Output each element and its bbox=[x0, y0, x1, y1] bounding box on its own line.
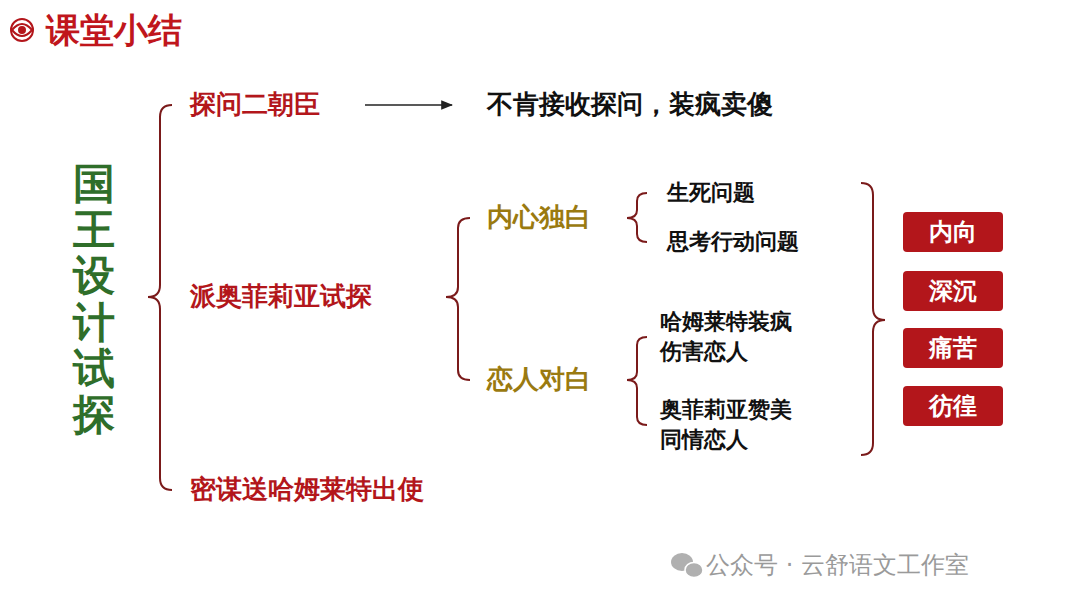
title-ornament bbox=[11, 19, 33, 41]
right-brace bbox=[861, 183, 885, 455]
trait-box: 深沉 bbox=[903, 271, 1003, 311]
slide-title: 课堂小结 bbox=[46, 10, 182, 51]
watermark: 公众号 · 云舒语文工作室 bbox=[706, 551, 969, 580]
leaf-text: 奥菲莉亚赞美 同情恋人 bbox=[660, 395, 810, 454]
vertical-heading: 国王设计试探 bbox=[73, 161, 115, 438]
sub-branch-text: 内心独白 bbox=[487, 202, 591, 233]
trait-box: 彷徨 bbox=[903, 386, 1003, 426]
branch-text: 派奥菲莉亚试探 bbox=[190, 281, 372, 312]
wechat-icon bbox=[671, 553, 703, 578]
leaf-text: 哈姆莱特装疯 伤害恋人 bbox=[660, 307, 810, 366]
left-brace bbox=[148, 105, 172, 490]
trait-box: 内向 bbox=[903, 212, 1003, 252]
trait-text: 内向 bbox=[929, 216, 977, 248]
branch-text: 密谋送哈姆莱特出使 bbox=[190, 474, 424, 505]
left-brace bbox=[627, 193, 647, 242]
result-text: 不肯接收探问，装疯卖傻 bbox=[487, 89, 773, 120]
branch-text: 探问二朝臣 bbox=[190, 89, 320, 120]
sub-branch-text: 恋人对白 bbox=[487, 364, 591, 395]
trait-text: 痛苦 bbox=[929, 332, 977, 364]
leaf-text: 生死问题 bbox=[667, 180, 755, 206]
arrow-line bbox=[365, 104, 452, 106]
trait-box: 痛苦 bbox=[903, 328, 1003, 368]
left-brace bbox=[446, 218, 470, 380]
trait-text: 深沉 bbox=[929, 275, 977, 307]
trait-text: 彷徨 bbox=[929, 390, 977, 422]
left-brace bbox=[627, 337, 647, 425]
leaf-text: 思考行动问题 bbox=[667, 229, 799, 255]
